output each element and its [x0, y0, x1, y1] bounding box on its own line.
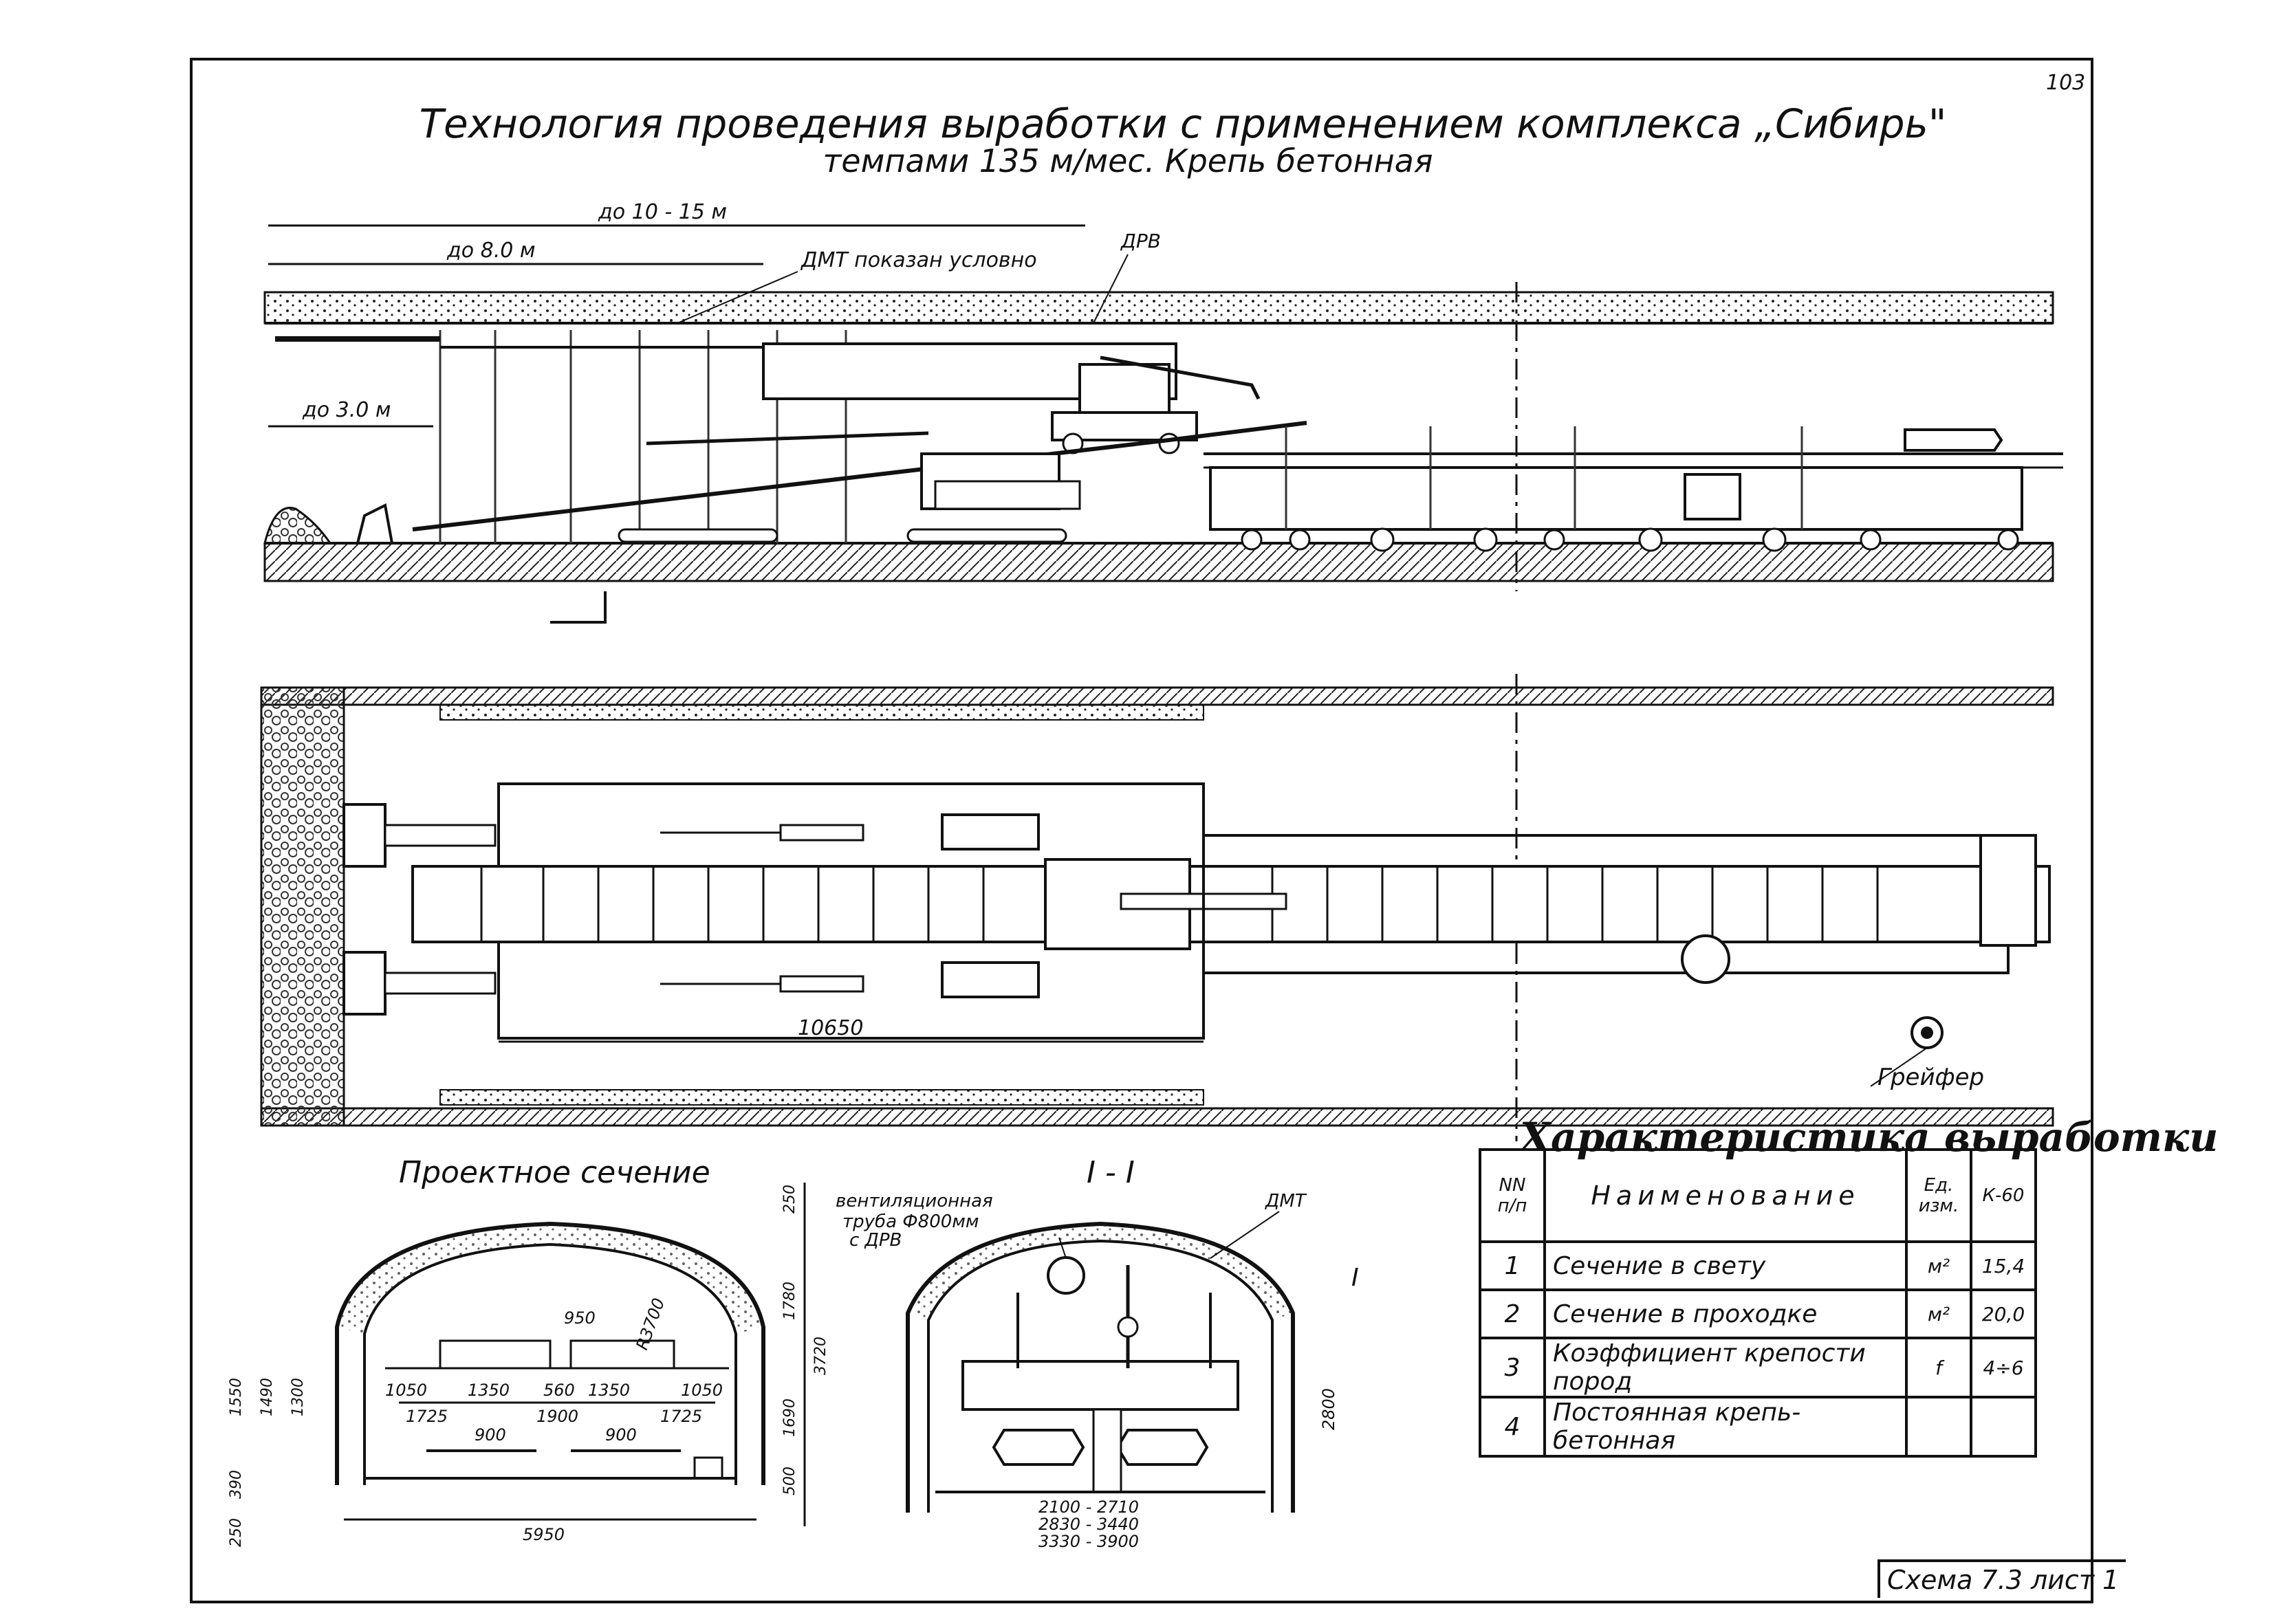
dim-1725-a: 1725 [406, 1407, 448, 1426]
dim-900-a: 900 [475, 1425, 506, 1445]
row-unit: м² [1905, 1240, 1972, 1291]
dim-1350-a: 1350 [468, 1381, 510, 1400]
row-num: 2 [1479, 1288, 1546, 1339]
row-value: 20,0 [1970, 1288, 2037, 1339]
section-1-1: I - I вентиляционная труба Ф800мм с ДРВ … [836, 1155, 1359, 1551]
grapple-label: Грейфер [1877, 1064, 1984, 1091]
width-1: 2100 - 2710 [1038, 1497, 1139, 1517]
crawler-track [618, 528, 779, 543]
dim-950: 950 [564, 1308, 596, 1328]
dim-5950: 5950 [523, 1525, 565, 1544]
dim-3: до 3.0 м [302, 398, 391, 422]
design-section: Проектное сечение 950 R3700 1050 1350 56… [228, 1155, 829, 1547]
vdim-390: 390 [228, 1470, 245, 1499]
vdim-1780: 1780 [781, 1282, 798, 1320]
header-value: К-60 [1970, 1148, 2037, 1243]
row-num: 3 [1479, 1337, 1546, 1398]
vdim-1490: 1490 [259, 1378, 276, 1416]
section-marker [550, 591, 607, 624]
vdim-500: 500 [781, 1467, 798, 1495]
width-3: 3330 - 3900 [1038, 1532, 1139, 1551]
face-rock [260, 686, 345, 1127]
design-section-title: Проектное сечение [399, 1155, 710, 1190]
table-header-row: NN п/п Наименование Ед. изм. К-60 [1479, 1148, 2037, 1243]
vent-pipe [1047, 1256, 1085, 1295]
vdim-1300: 1300 [290, 1378, 307, 1416]
trailer-wheels [1241, 527, 2019, 552]
plan-view: 10650 Грейфер [260, 674, 2054, 1141]
roof-lining [263, 291, 2054, 325]
dim-radius: R3700 [632, 1295, 668, 1352]
section-1-1-title: I - I [1087, 1155, 1135, 1190]
page-number: 103 [2046, 71, 2085, 95]
vdim-250-a: 250 [228, 1518, 245, 1547]
vent-label-2: труба Ф800мм [842, 1211, 979, 1232]
drawing-title: Технология проведения выработки с примен… [420, 100, 1947, 147]
table-row: 4 Постоянная крепь-бетонная [1479, 1396, 2037, 1458]
row-name: Постоянная крепь-бетонная [1543, 1396, 1908, 1458]
section-marker-label: I [1351, 1264, 1359, 1292]
dim-8: до 8.0 м [446, 239, 536, 263]
header-num: NN п/п [1479, 1148, 1546, 1243]
row-unit: м² [1905, 1288, 1972, 1339]
header-unit: Ед. изм. [1905, 1148, 1972, 1243]
table-row: 1 Сечение в свету м² 15,4 [1479, 1240, 2037, 1291]
height-2800: 2800 [1319, 1388, 1338, 1430]
side-wall-top [439, 704, 1204, 721]
conveyor-boom [412, 421, 1307, 531]
row-value: 4÷6 [1970, 1337, 2037, 1398]
vdim-3720: 3720 [812, 1337, 829, 1375]
row-unit [1905, 1396, 1972, 1458]
characteristics-table: NN п/п Наименование Ед. изм. К-60 1 Сече… [1479, 1148, 2037, 1458]
drv-label: ДРВ [1120, 230, 1161, 252]
row-value: 15,4 [1970, 1240, 2037, 1291]
vdim-1550: 1550 [228, 1378, 245, 1416]
vent-label-3: с ДРВ [849, 1230, 902, 1251]
vdim-250-b: 250 [781, 1185, 798, 1214]
longitudinal-section: до 10 - 15 м до 8.0 м до 3.0 м ДМТ показ… [263, 200, 2063, 624]
dim-900-b: 900 [605, 1425, 637, 1445]
width-2: 2830 - 3440 [1038, 1515, 1139, 1534]
dmt-label: ДМТ [1265, 1191, 1307, 1211]
dim-1050-a: 1050 [385, 1381, 427, 1400]
dim-1725-b: 1725 [660, 1407, 702, 1426]
table-row: 2 Сечение в проходке м² 20,0 [1479, 1288, 2037, 1339]
dim-1900: 1900 [536, 1407, 578, 1426]
drawing-subtitle: темпами 135 м/мес. Крепь бетонная [823, 142, 1433, 179]
row-unit: f [1905, 1337, 1972, 1398]
row-name: Коэффициент крепости пород [1543, 1337, 1908, 1398]
sheet-frame [190, 58, 2093, 1603]
dim-1350-b: 1350 [588, 1381, 630, 1400]
row-value [1970, 1396, 2037, 1458]
row-name: Сечение в проходке [1543, 1288, 1908, 1339]
dim-1050-b: 1050 [681, 1381, 723, 1400]
header-name: Наименование [1543, 1148, 1908, 1243]
floor-rock [263, 542, 2054, 582]
trailer-train [1209, 466, 2023, 531]
row-num: 1 [1479, 1240, 1546, 1291]
scheme-label: Схема 7.3 лист 1 [1877, 1559, 2126, 1598]
row-name: Сечение в свету [1543, 1240, 1908, 1291]
wheel-plan [1681, 934, 1730, 984]
cutting-head [342, 803, 387, 868]
table-row: 3 Коэффициент крепости пород f 4÷6 [1479, 1337, 2037, 1398]
rock-pile [263, 507, 332, 545]
combine-cross-section [961, 1360, 1239, 1411]
dim-10-15: до 10 - 15 м [598, 200, 727, 224]
vent-label-1: вентиляционная [836, 1191, 993, 1211]
dim-560: 560 [543, 1381, 575, 1400]
row-num: 4 [1479, 1396, 1546, 1458]
vdim-1690: 1690 [781, 1398, 798, 1437]
dmt-note: ДМТ показан условно [800, 248, 1037, 272]
loader-bucket [356, 503, 394, 545]
side-wall-bottom [439, 1089, 1204, 1106]
dust-fan [1904, 428, 2003, 452]
length-dim: 10650 [798, 1016, 863, 1040]
